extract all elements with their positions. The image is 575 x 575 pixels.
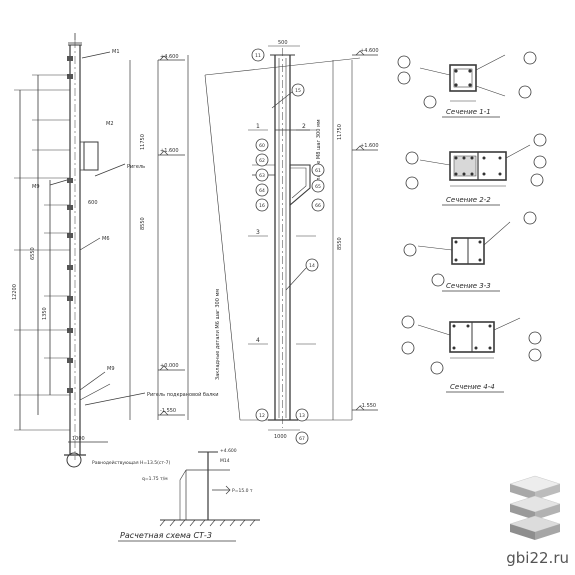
stacked-slabs-logo [509,475,561,540]
mid-elev-r3: -1.550 [360,403,376,409]
marker-13: 13 [299,413,305,419]
mid-w1000: 1000 [274,434,287,440]
section-4-4: Сечение 4-4 [417,317,521,393]
marker-65: 65 [315,184,321,190]
label-ridge2: Ригель подкрановой балки [147,391,219,398]
label-ridge: Ригель [127,164,145,170]
mid-h11750: 11750 [337,124,343,140]
marker-61: 61 [315,168,321,174]
mid-h8550: 8550 [337,237,343,250]
label-elev-mid1: +1.600 [160,148,179,154]
marker-60: 60 [259,143,265,149]
section-1-1: Сечение 1-1 [419,54,506,118]
schema-note1: Равнодействующая Н=13.5(ст-7) [92,459,170,466]
label-elev-bot: -1.550 [160,408,176,414]
mid-vtext-2: Закладные М8 шаг 300 мм [316,119,322,190]
mid-w500: 500 [278,40,288,46]
label-elev-top: +4.600 [160,54,179,60]
label-h11750: 11750 [140,134,146,150]
section-2-title: Сечение 2-2 [446,196,491,204]
label-m1: М1 [112,49,120,55]
left-column-elevation: М1 +4.600 М2 +1.600 Ригель М9 600 М6 +0.… [12,33,219,468]
mid-zone-4: 4 [256,337,260,344]
section-3-3: Сечение 3-3 [417,221,511,292]
label-w600: 600 [88,200,98,206]
mid-elev-r1: +1.600 [360,143,379,149]
label-w1000: 1000 [72,436,85,442]
mid-zone-2: 2 [302,123,306,130]
marker-67: 67 [299,436,305,442]
section-2-2: Сечение 2-2 [419,144,531,206]
label-elev-mid2: +0.000 [160,363,179,369]
label-h8550: 8550 [140,217,146,230]
label-m9: М9 [32,184,40,190]
middle-column-elevation: +4.600 +1.600 -1.550 1 2 3 4 500 1000 85… [204,40,379,445]
mid-zone-1: 1 [256,123,260,130]
marker-12: 12 [259,413,265,419]
label-m6: М6 [102,236,110,242]
marker-62: 62 [259,158,265,164]
label-v1: 12200 [12,284,18,300]
label-m9b: М9 [107,366,115,372]
marker-11: 11 [255,53,261,59]
marker-63: 63 [259,173,265,179]
schema-m: М14 [220,458,230,464]
mid-elev-top: +4.600 [360,48,379,54]
label-v3: 1350 [42,307,48,320]
marker-14: 14 [309,263,315,269]
marker-66: 66 [315,203,321,209]
section-1-title: Сечение 1-1 [446,108,491,116]
section-4-title: Сечение 4-4 [450,383,495,391]
schema-note2: q=1.75 т/м [142,476,168,482]
watermark-url: gbi22.ru [506,549,569,567]
label-v2: 6550 [30,247,36,260]
mid-vtext-1: Закладные детали М6 шаг 300 мм [215,289,221,380]
marker-16: 16 [259,203,265,209]
schema-load: Р=15.0 т [232,488,253,494]
marker-64: 64 [259,188,265,194]
schema-caption: Расчетная схема СТ-3 [120,531,212,540]
mid-zone-3: 3 [256,229,260,236]
design-scheme: +4.600 М14 Р=15.0 т Равнодействующая Н=1… [92,448,260,542]
section-3-title: Сечение 3-3 [446,282,491,290]
schema-elev: +4.600 [220,448,237,454]
marker-15: 15 [295,88,301,94]
label-m2: М2 [106,121,114,127]
